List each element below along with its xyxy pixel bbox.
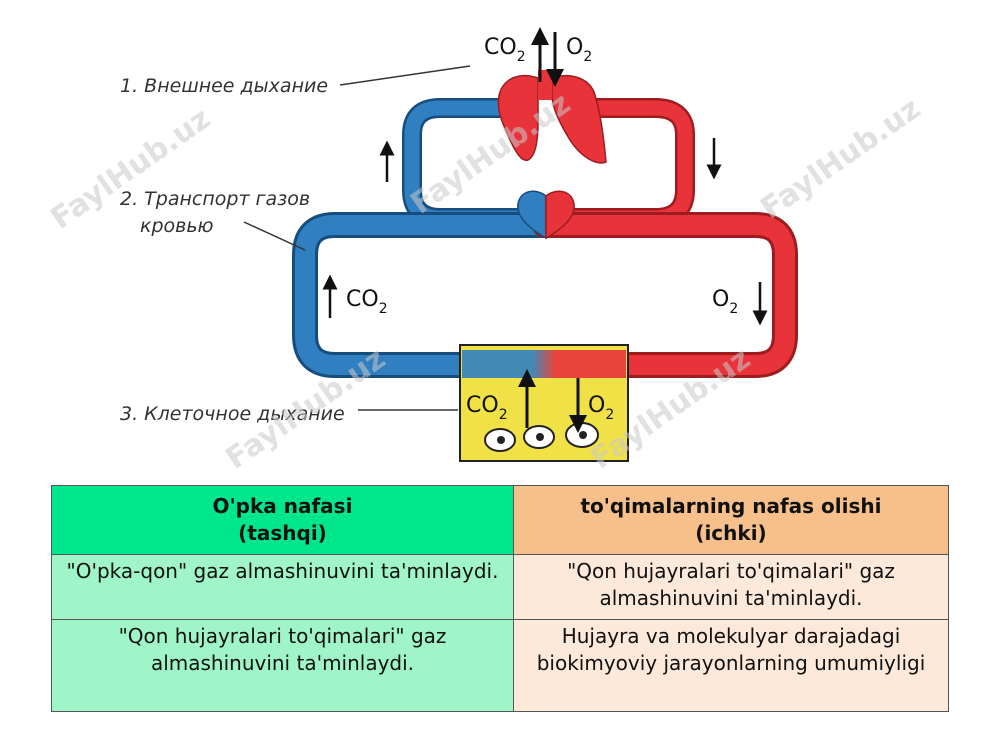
label-gas-transport: 2. Транспорт газов bbox=[120, 188, 310, 210]
table-cell: Hujayra va molekulyar darajadagi biokimy… bbox=[513, 619, 949, 712]
respiration-diagram: CO2 O2 CO2 O2 CO2 O2 1. Внешнее дыхание … bbox=[45, 27, 927, 477]
o2-tissue-label: O2 bbox=[588, 393, 614, 423]
external-leader-line bbox=[339, 65, 471, 86]
header-line: (ichki) bbox=[695, 521, 767, 545]
table-row: "O'pka-qon" gaz almashinuvini ta'minlayd… bbox=[51, 554, 949, 620]
co2-tissue-label: CO2 bbox=[466, 393, 508, 423]
label-cellular-respiration: 3. Клеточное дыхание bbox=[120, 403, 345, 425]
header-line: to'qimalarning nafas olishi bbox=[580, 494, 882, 518]
cell-icon bbox=[523, 425, 555, 449]
watermark: FaylHub.uz bbox=[755, 91, 927, 226]
header-line: (tashqi) bbox=[238, 521, 327, 545]
transport-leader-line bbox=[243, 221, 306, 251]
label-external-respiration: 1. Внешнее дыхание bbox=[120, 75, 328, 97]
header-external-respiration: O'pka nafasi (tashqi) bbox=[51, 485, 514, 555]
header-line: O'pka nafasi bbox=[212, 494, 353, 518]
header-internal-respiration: to'qimalarning nafas olishi (ichki) bbox=[513, 485, 949, 555]
co2-side-label: CO2 bbox=[346, 287, 388, 317]
table-header-row: O'pka nafasi (tashqi) to'qimalarning naf… bbox=[51, 485, 949, 555]
co2-top-label: CO2 bbox=[484, 35, 526, 65]
table-cell: "O'pka-qon" gaz almashinuvini ta'minlayd… bbox=[51, 554, 514, 620]
table-row: "Qon hujayralari to'qimalari" gaz almash… bbox=[51, 619, 949, 712]
o2-side-label: O2 bbox=[712, 287, 738, 317]
o2-top-label: O2 bbox=[566, 35, 592, 65]
table-cell: "Qon hujayralari to'qimalari" gaz almash… bbox=[513, 554, 949, 620]
lungs-icon bbox=[497, 70, 607, 164]
heart-icon bbox=[517, 190, 575, 240]
label-gas-transport-line2: кровью bbox=[140, 215, 214, 237]
cell-icon bbox=[484, 428, 516, 452]
comparison-table: O'pka nafasi (tashqi) to'qimalarning naf… bbox=[51, 485, 949, 712]
table-cell: "Qon hujayralari to'qimalari" gaz almash… bbox=[51, 619, 514, 712]
